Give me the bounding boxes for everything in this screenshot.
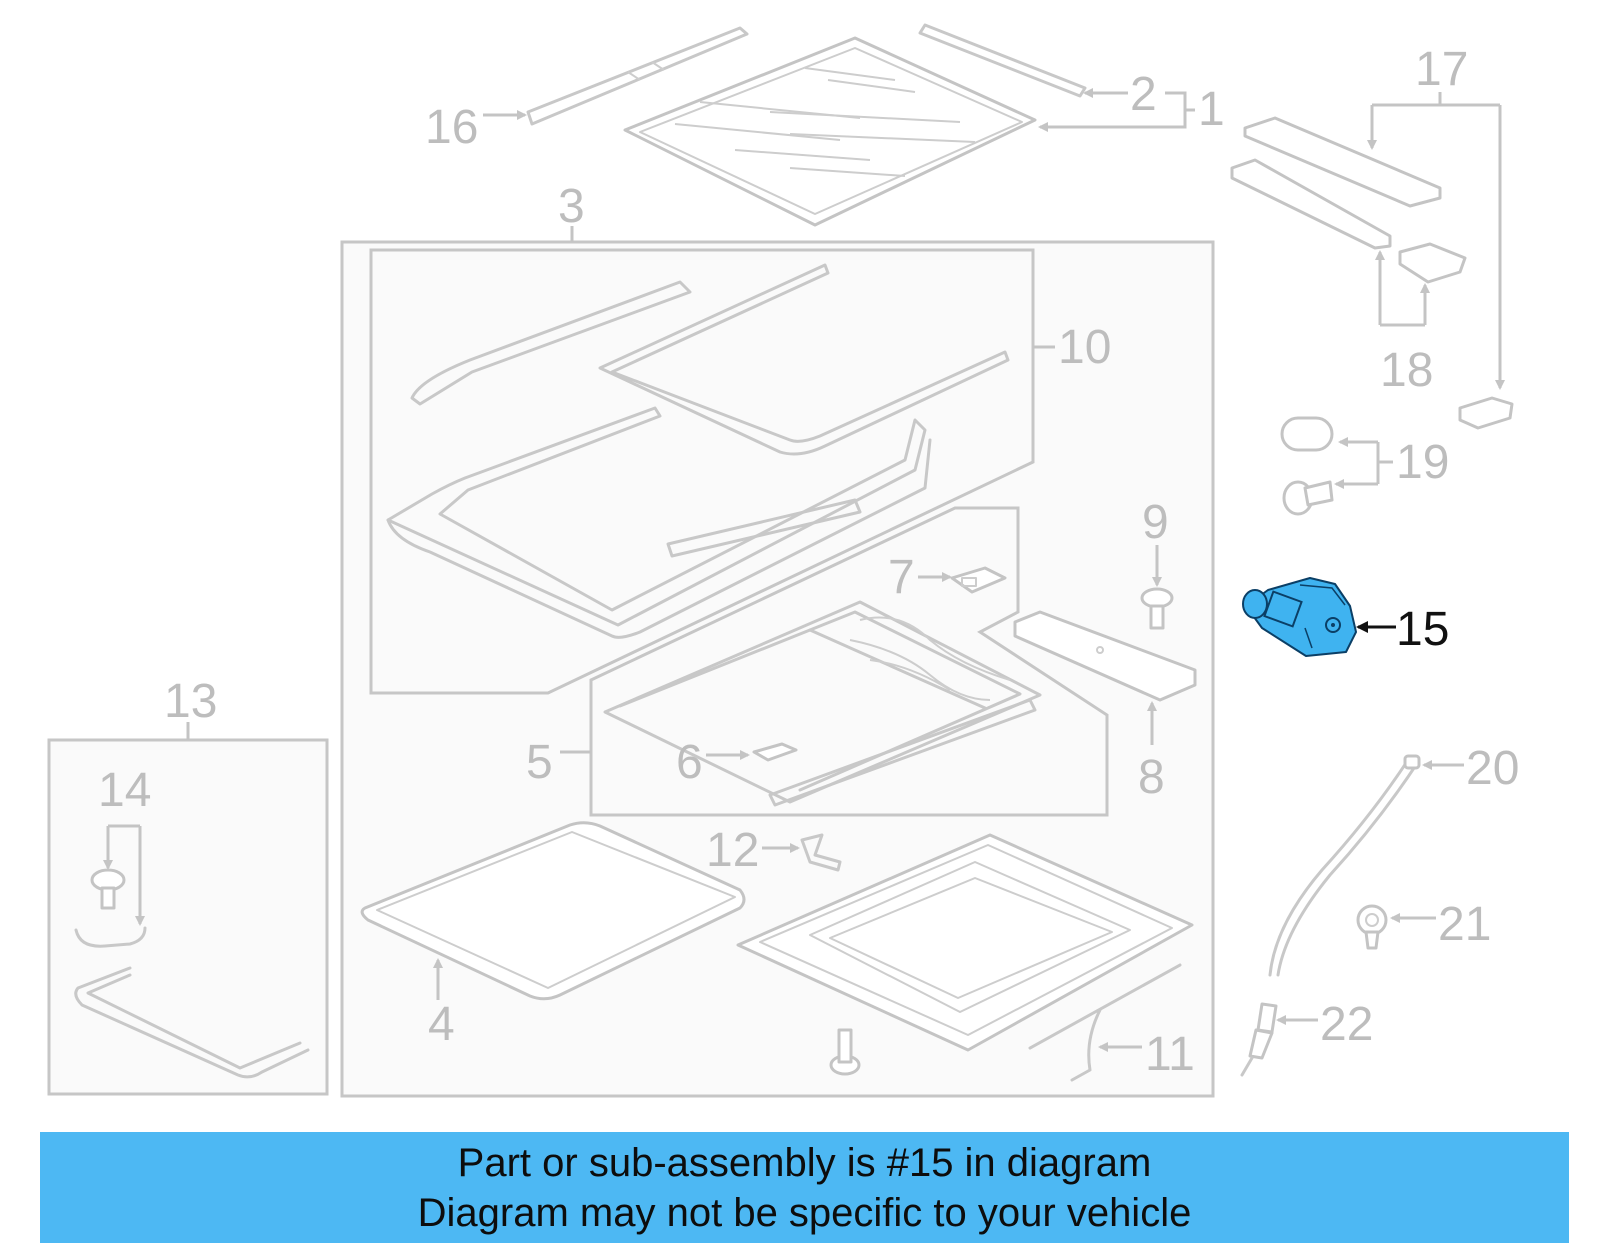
label-3: 3 xyxy=(558,180,585,233)
label-13: 13 xyxy=(164,675,217,728)
label-1: 1 xyxy=(1198,83,1225,136)
label-10: 10 xyxy=(1058,321,1111,374)
part-8-rear-bracket[interactable] xyxy=(1013,610,1197,702)
part-6-clip[interactable] xyxy=(752,742,798,762)
label-14: 14 xyxy=(98,764,151,817)
label-8: 8 xyxy=(1138,751,1165,804)
label-4: 4 xyxy=(428,998,455,1051)
part-22-connector[interactable] xyxy=(1240,1002,1278,1077)
part-14-seal[interactable] xyxy=(74,926,147,948)
part-16-side-rail[interactable] xyxy=(526,26,749,126)
part-17-rail-rear[interactable] xyxy=(1230,158,1392,250)
label-9: 9 xyxy=(1142,496,1169,549)
part-1-glass-panel[interactable] xyxy=(623,36,1037,227)
banner-line-1: Part or sub-assembly is #15 in diagram xyxy=(457,1140,1152,1185)
part-17-end-clip[interactable] xyxy=(1458,396,1514,430)
part-9-screw[interactable] xyxy=(1140,587,1174,630)
label-11: 11 xyxy=(1145,1028,1195,1081)
part-5-frame[interactable] xyxy=(603,600,1042,807)
label-7: 7 xyxy=(888,551,915,604)
bracket-1 xyxy=(1165,91,1187,129)
label-5: 5 xyxy=(526,736,553,789)
banner-line-2: Diagram may not be specific to your vehi… xyxy=(417,1190,1192,1235)
label-6: 6 xyxy=(676,736,703,789)
label-22: 22 xyxy=(1320,998,1373,1051)
info-banner: Part or sub-assembly is #15 in diagram D… xyxy=(40,1132,1569,1243)
label-20: 20 xyxy=(1466,742,1519,795)
label-19: 19 xyxy=(1396,436,1449,489)
part-13-drain-hose[interactable] xyxy=(74,966,310,1079)
part-15-sunroof-motor[interactable] xyxy=(1242,577,1357,657)
bolt-housing xyxy=(829,1028,861,1076)
label-16: 16 xyxy=(425,101,478,154)
label-21: 21 xyxy=(1438,898,1491,951)
label-15: 15 xyxy=(1396,603,1449,656)
part-11-housing[interactable] xyxy=(736,833,1194,1052)
part-10-glass-trim[interactable] xyxy=(386,263,1010,639)
part-4-shade-panel[interactable] xyxy=(360,821,746,1001)
part-18-bracket[interactable] xyxy=(1398,242,1467,284)
label-17: 17 xyxy=(1415,43,1468,96)
part-19-screw[interactable] xyxy=(1282,480,1334,516)
subassembly-box-13 xyxy=(47,738,329,1096)
label-18: 18 xyxy=(1380,344,1433,397)
part-14-screw[interactable] xyxy=(90,868,126,910)
part-12-clip[interactable] xyxy=(800,833,842,872)
part-19-cap[interactable] xyxy=(1280,416,1334,452)
subassembly-box-10 xyxy=(369,248,1035,695)
part-7-bracket[interactable] xyxy=(950,566,1007,594)
part-17-rail-front[interactable] xyxy=(1243,116,1442,208)
part-11-harness[interactable] xyxy=(1028,963,1182,1082)
part-21-clip[interactable] xyxy=(1356,904,1388,950)
label-12: 12 xyxy=(706,824,759,877)
part-2-seal-strip[interactable] xyxy=(918,23,1087,98)
part-20-drain-tube[interactable] xyxy=(1268,754,1421,977)
label-2: 2 xyxy=(1130,68,1157,121)
